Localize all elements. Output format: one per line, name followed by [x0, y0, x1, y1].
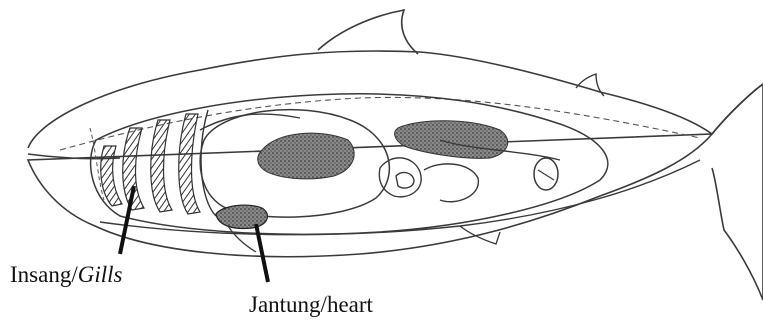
gonad [534, 158, 558, 190]
ventral-fin [228, 226, 256, 252]
liver [258, 133, 354, 179]
heart-organ [216, 205, 267, 228]
gills-label-prefix: Insang/ [10, 262, 78, 287]
gill-arches [101, 110, 216, 216]
gills-label: Insang/Gills [10, 263, 122, 286]
fish-body-outline [28, 51, 763, 257]
heart-label: Jantung/heart [249, 293, 373, 316]
kidney [395, 121, 508, 159]
dorsal-fin [318, 10, 418, 54]
tail-fin [712, 84, 763, 300]
intestine [200, 114, 560, 202]
gills-label-italic: Gills [78, 262, 123, 287]
heart-pointer [256, 224, 268, 282]
